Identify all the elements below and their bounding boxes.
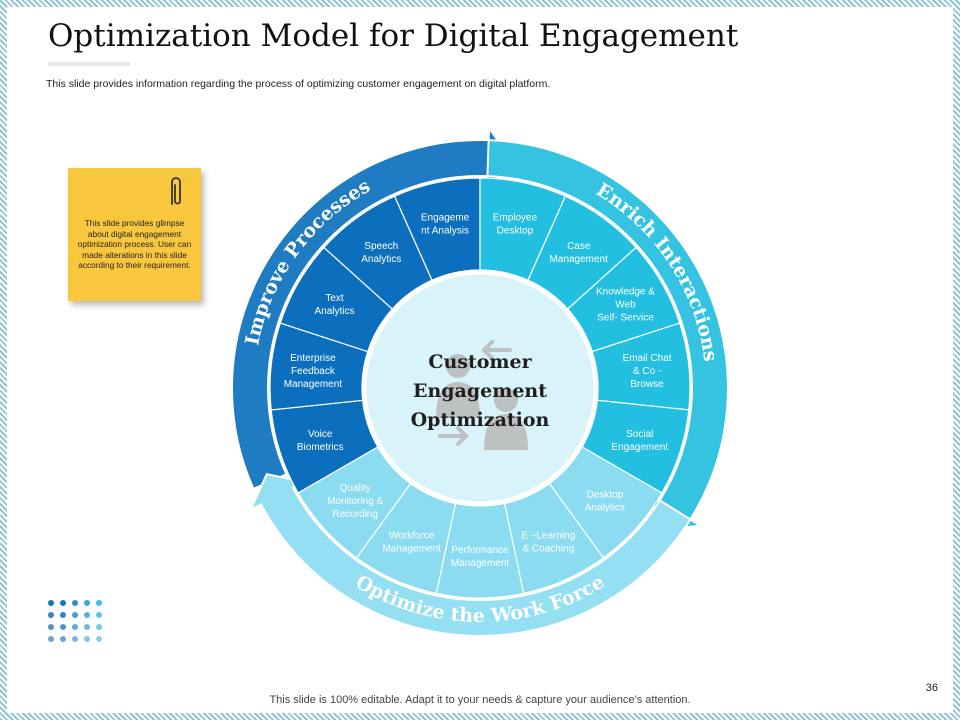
decor-dot xyxy=(60,600,66,606)
decor-dot xyxy=(60,636,66,642)
decor-dot xyxy=(84,636,90,642)
title-underline xyxy=(48,62,130,66)
dot-grid-decoration xyxy=(48,600,102,642)
page-title: Optimization Model for Digital Engagemen… xyxy=(48,18,739,54)
decor-dot xyxy=(96,624,102,630)
decor-dot xyxy=(48,600,54,606)
segment-label: Email Chat& Co -Browse xyxy=(623,353,672,390)
person-exchange-icon xyxy=(436,340,528,450)
sticky-note: This slide provides glimpse about digita… xyxy=(68,168,201,301)
decor-dot xyxy=(48,612,54,618)
decor-dot xyxy=(72,612,78,618)
decor-dot xyxy=(60,624,66,630)
footer-note: This slide is 100% editable. Adapt it to… xyxy=(269,694,691,706)
sticky-note-text: This slide provides glimpse about digita… xyxy=(77,218,192,270)
decor-dot xyxy=(84,600,90,606)
segment-label: E –Learning& Coaching xyxy=(521,530,575,554)
decor-dot xyxy=(96,636,102,642)
decor-dot xyxy=(60,612,66,618)
group-ring-0 xyxy=(231,125,514,491)
decor-dot xyxy=(72,624,78,630)
decor-dot xyxy=(84,612,90,618)
decor-dot xyxy=(72,636,78,642)
decor-dot xyxy=(48,636,54,642)
decor-dot xyxy=(96,600,102,606)
decor-dot xyxy=(72,600,78,606)
decor-dot xyxy=(96,612,102,618)
segment-2-4 xyxy=(297,446,412,559)
group-ring-1 xyxy=(486,139,729,531)
page-number: 36 xyxy=(925,682,938,694)
decor-dot xyxy=(84,624,90,630)
decor-dot xyxy=(48,624,54,630)
center-circle xyxy=(363,271,597,505)
paperclip-icon xyxy=(171,177,181,205)
group-ring-2 xyxy=(248,473,692,637)
page-subtitle: This slide provides information regardin… xyxy=(46,78,551,90)
